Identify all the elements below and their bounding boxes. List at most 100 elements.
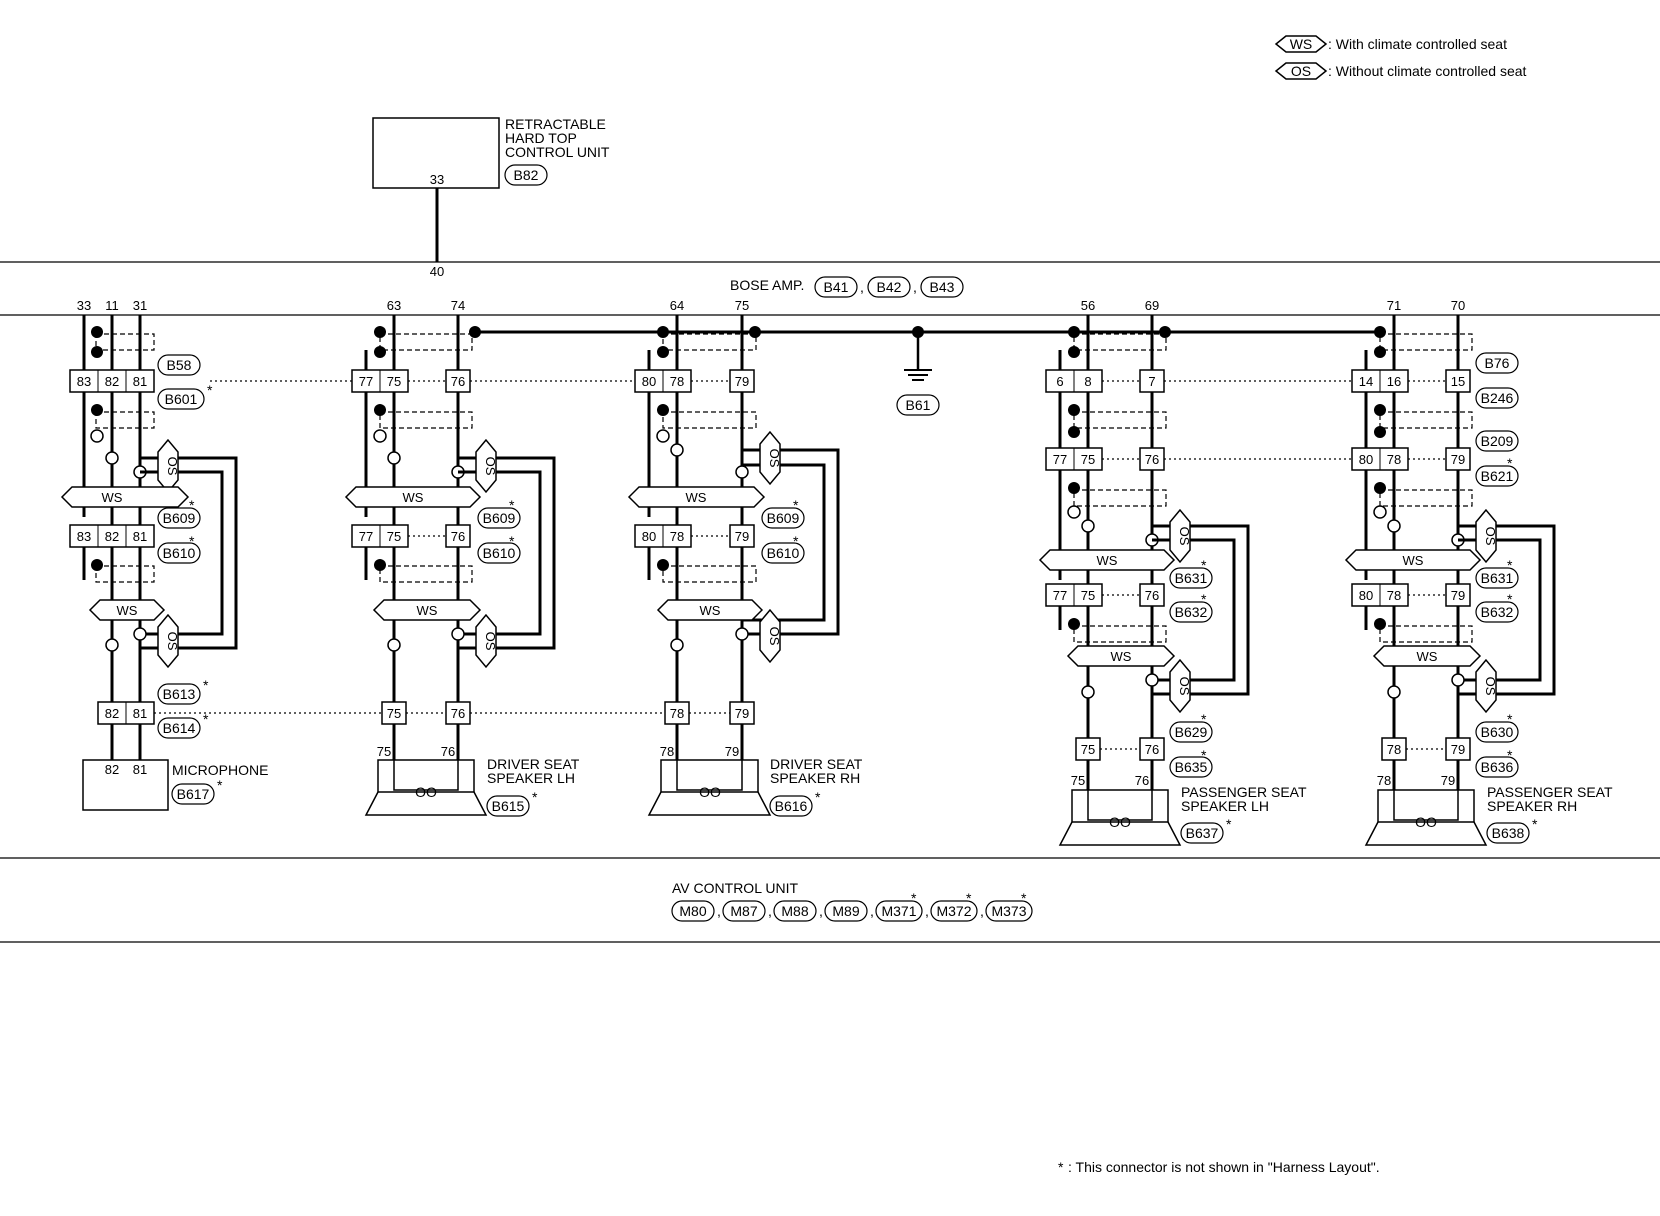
connector-b209: B209 [1481, 433, 1514, 449]
svg-text:*: * [1201, 557, 1207, 573]
svg-text:OO: OO [699, 784, 721, 800]
pin-label: 81 [133, 374, 147, 389]
separator: , [768, 903, 772, 919]
pin-label: 8 [1084, 374, 1091, 389]
pin-label: 79 [1451, 742, 1465, 757]
pin-label: 40 [430, 264, 444, 279]
pin-label: 79 [725, 744, 739, 759]
ws-label: WS [1097, 553, 1118, 568]
svg-text:,: , [860, 279, 864, 295]
pin-label: 80 [1359, 452, 1373, 467]
connector-m371: M371 [881, 903, 916, 919]
ws-label: WS [1417, 649, 1438, 664]
os-label: OS [767, 627, 782, 646]
pin-label: 81 [133, 706, 147, 721]
av-connector-pill [985, 900, 1033, 922]
pin-label: 75 [735, 298, 749, 313]
pin-label: 76 [451, 374, 465, 389]
pin-label: 16 [1387, 374, 1401, 389]
pin-label: 79 [735, 529, 749, 544]
os-label: OS [1483, 677, 1498, 696]
connector-b42: B42 [877, 279, 902, 295]
pin-label: 76 [1145, 742, 1159, 757]
connector-b610: B610 [483, 545, 516, 561]
pin-label: 79 [735, 374, 749, 389]
connector-b631: B631 [1481, 570, 1514, 586]
svg-text:*: * [1226, 816, 1232, 832]
svg-text:*: * [815, 789, 821, 805]
ws-label: WS [117, 603, 138, 618]
ws-label: WS [686, 490, 707, 505]
connector-b629: B629 [1175, 724, 1208, 740]
av-connector-list: M80,M87,M88,M89,M371*,M372*,M373* [671, 890, 1033, 922]
connector-b632: B632 [1481, 604, 1514, 620]
pin-label: 80 [642, 374, 656, 389]
svg-text:OO: OO [1109, 814, 1131, 830]
pin-label: 83 [77, 529, 91, 544]
unit-label-line3: CONTROL UNIT [505, 144, 610, 160]
speaker-label-line1: DRIVER SEAT [770, 756, 863, 772]
svg-text:*: * [1507, 455, 1513, 471]
svg-text:*: * [793, 497, 799, 513]
pin-label: 6 [1056, 374, 1063, 389]
separator: , [980, 903, 984, 919]
footnote-text: : This connector is not shown in "Harnes… [1068, 1159, 1380, 1175]
svg-text:*: * [207, 382, 213, 398]
connector-b610: B610 [767, 545, 800, 561]
ws-label: WS [1111, 649, 1132, 664]
retractable-hard-top-control-unit: 33 RETRACTABLE HARD TOP CONTROL UNIT B82… [372, 116, 610, 279]
speaker-label-line2: SPEAKER RH [770, 770, 860, 786]
pin-label: 77 [1053, 452, 1067, 467]
svg-text:OO: OO [415, 784, 437, 800]
pin-label: 31 [133, 298, 147, 313]
pin-label: 11 [105, 298, 119, 313]
unit-label-line1: RETRACTABLE [505, 116, 606, 132]
pin-label: 77 [1053, 588, 1067, 603]
connector-b246: B246 [1481, 390, 1514, 406]
os-label: OS [1177, 527, 1192, 546]
connector-m89: M89 [832, 903, 859, 919]
pin-label: 76 [451, 706, 465, 721]
pin-label: 63 [387, 298, 401, 313]
pin-label: 75 [1081, 742, 1095, 757]
speaker-label-line1: PASSENGER SEAT [1181, 784, 1307, 800]
pin-label: 75 [387, 529, 401, 544]
legend-ws-text: : With climate controlled seat [1328, 36, 1507, 52]
ws-label: WS [417, 603, 438, 618]
svg-text:*: * [509, 497, 515, 513]
pin-label: 79 [1441, 773, 1455, 788]
connector-b638: B638 [1492, 825, 1525, 841]
svg-text:*: * [1507, 591, 1513, 607]
pin-label: 75 [1081, 588, 1095, 603]
connector-b609: B609 [483, 510, 516, 526]
dotted-connector-groupings [154, 380, 1446, 750]
av-control-label: AV CONTROL UNIT [672, 880, 798, 896]
passenger-seat-speaker-lh: 56 69 6 8 7 77 75 76 OS WS 77 75 76 B631… [1038, 298, 1307, 846]
legend-ws-tag: WS [1290, 36, 1313, 52]
bose-amp-label: BOSE AMP. [730, 277, 804, 293]
svg-text:*: * [1507, 557, 1513, 573]
os-label: OS [165, 632, 180, 651]
svg-text:*: * [532, 789, 538, 805]
pin-label: 33 [77, 298, 91, 313]
svg-text:*: * [189, 533, 195, 549]
pin-label: 75 [387, 706, 401, 721]
pin-label: 82 [105, 374, 119, 389]
svg-text:*: * [1532, 816, 1538, 832]
unit-label-line2: HARD TOP [505, 130, 577, 146]
ws-label: WS [403, 490, 424, 505]
pin-label: 78 [1387, 742, 1401, 757]
pin-label: 74 [451, 298, 465, 313]
driver-seat-speaker-rh: 64 75 80 78 79 OS WS 80 78 79 B609 * B61… [627, 298, 863, 817]
av-connector-pill [722, 900, 766, 922]
pin-label: 78 [670, 706, 684, 721]
shield-bus: B61 [469, 326, 1380, 416]
os-label: OS [767, 449, 782, 468]
pin-label: 76 [1145, 588, 1159, 603]
pin-label: 76 [1135, 773, 1149, 788]
svg-text:*: * [1507, 711, 1513, 727]
connector-b58: B58 [167, 357, 192, 373]
pin-label: 76 [441, 744, 455, 759]
pin-label: 78 [660, 744, 674, 759]
